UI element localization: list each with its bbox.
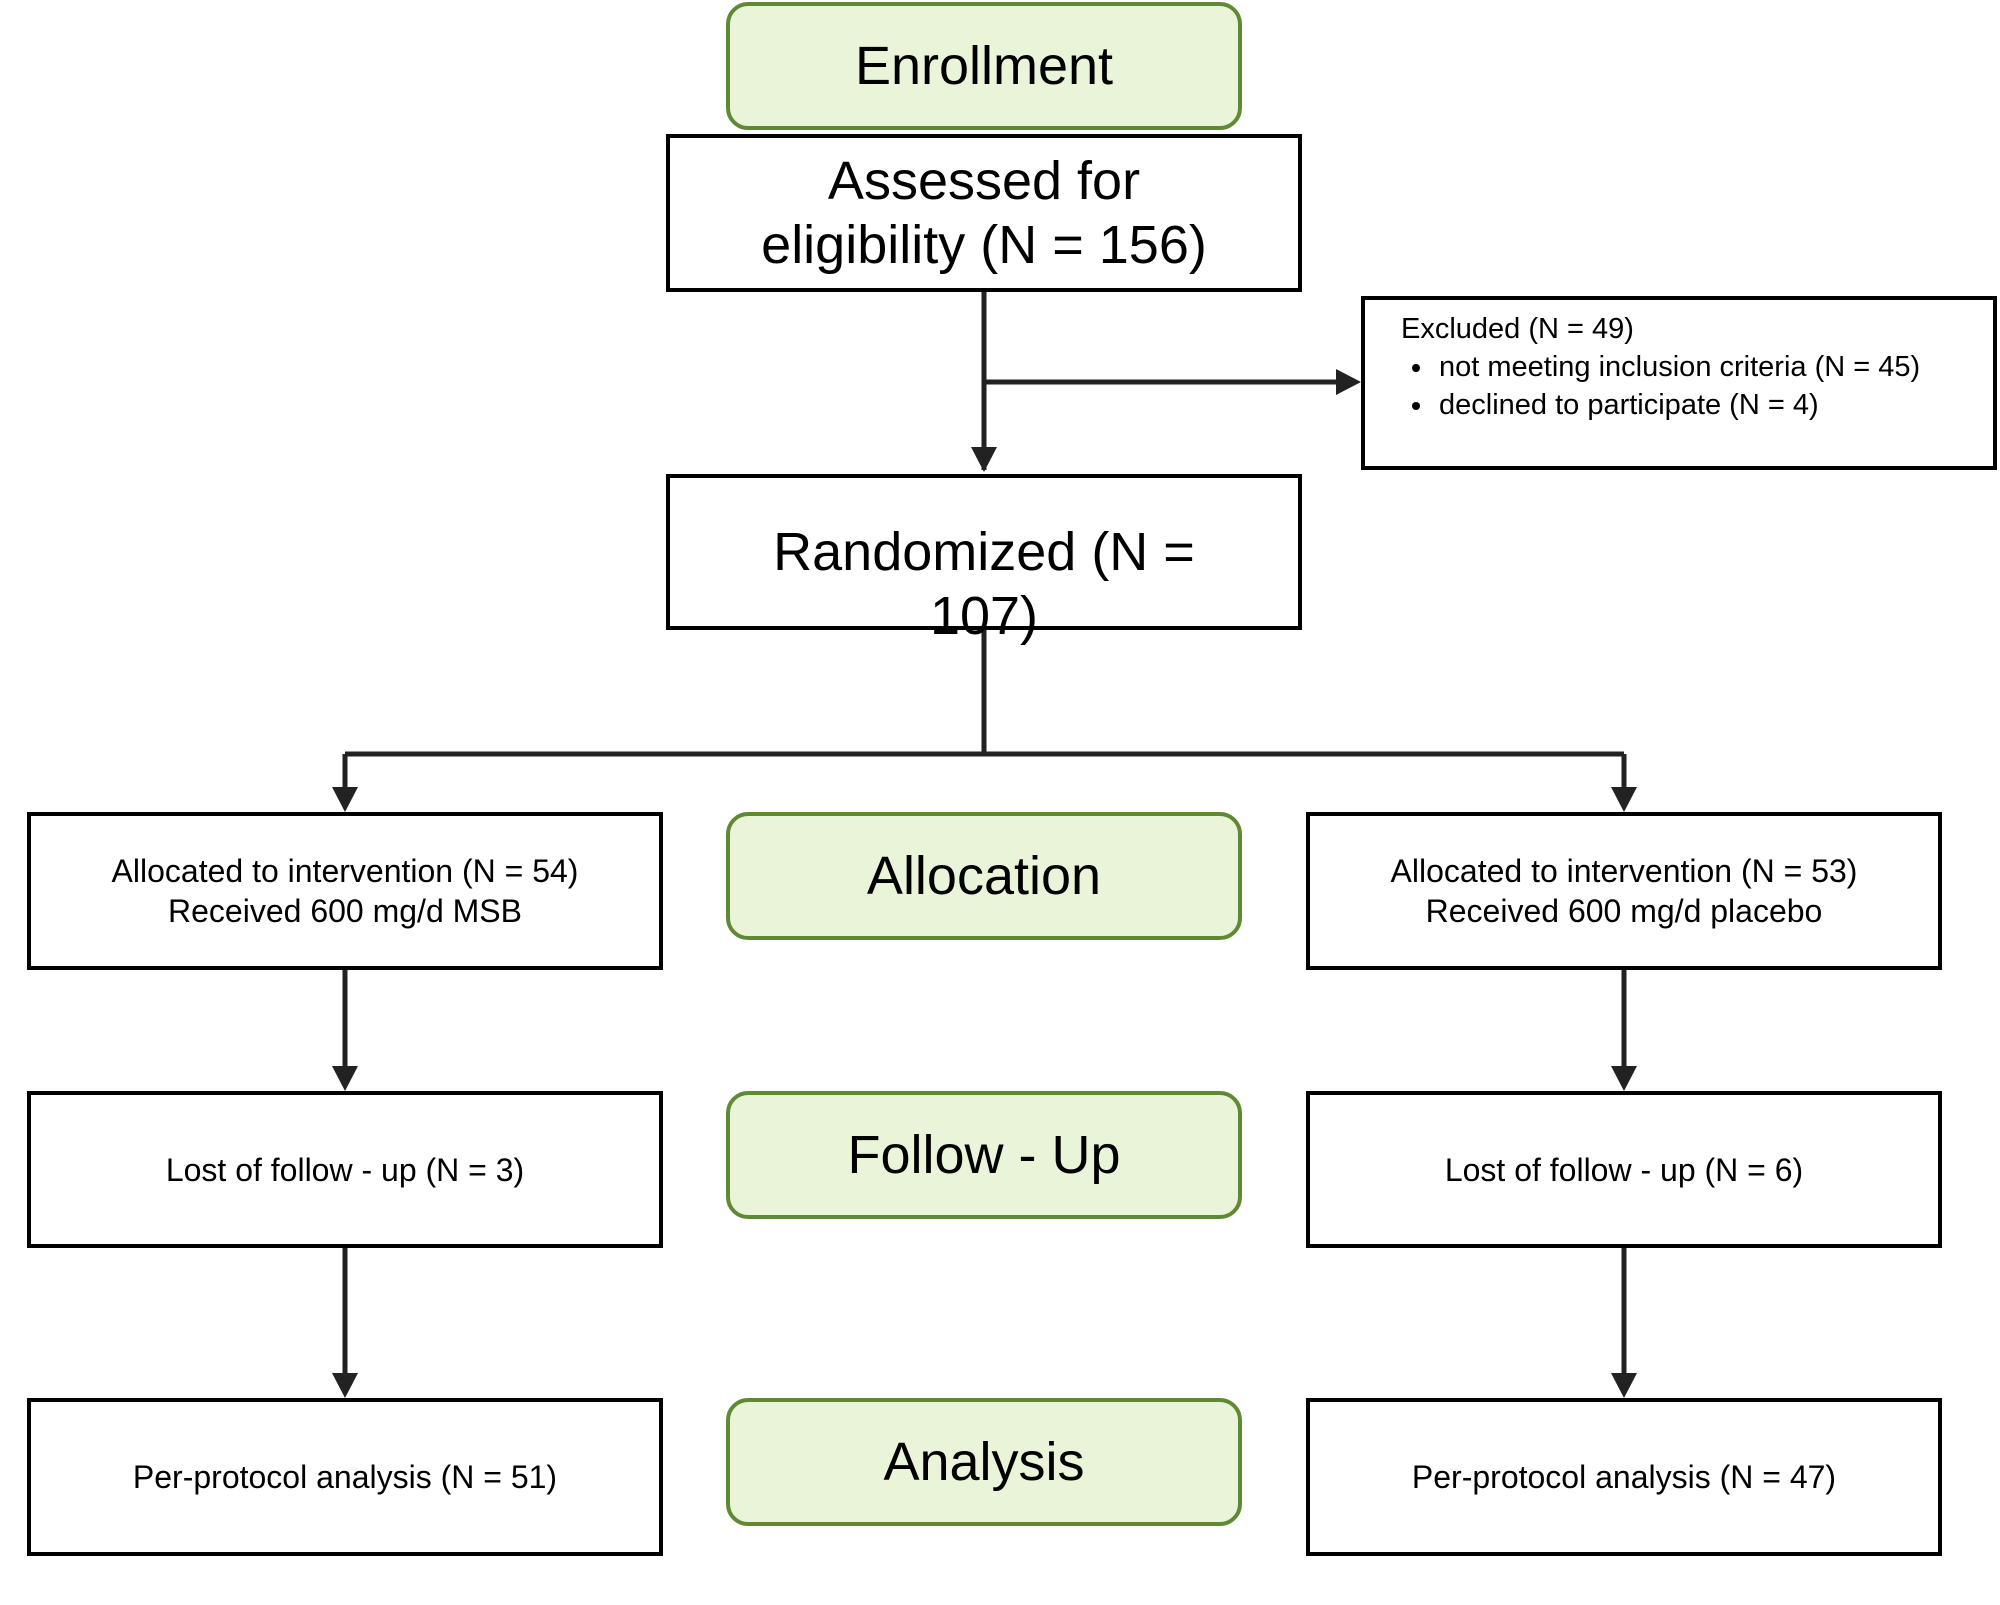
- excluded-item-declined: declined to participate (N = 4): [1435, 386, 1973, 424]
- stage-follow-up-label: Follow - Up: [847, 1125, 1121, 1185]
- stage-allocation-label: Allocation: [866, 846, 1102, 906]
- left-allocated-line-1: Allocated to intervention (N = 54): [111, 853, 579, 889]
- left-lost-label: Lost of follow - up (N = 3): [165, 1151, 525, 1188]
- assessed-box: Assessed for eligibility (N = 156): [666, 134, 1302, 292]
- randomized-text: Randomized (N = 107): [666, 520, 1302, 648]
- stage-follow-up: Follow - Up: [726, 1091, 1242, 1219]
- assessed-line-1: Assessed for: [827, 151, 1141, 211]
- stage-allocation: Allocation: [726, 812, 1242, 940]
- stage-analysis-label: Analysis: [883, 1432, 1085, 1492]
- stage-analysis: Analysis: [726, 1398, 1242, 1526]
- left-lost-box: Lost of follow - up (N = 3): [27, 1091, 663, 1248]
- right-allocated-line-1: Allocated to intervention (N = 53): [1390, 853, 1858, 889]
- right-allocated-box: Allocated to intervention (N = 53) Recei…: [1306, 812, 1942, 970]
- right-lost-label: Lost of follow - up (N = 6): [1444, 1151, 1804, 1188]
- excluded-item-inclusion: not meeting inclusion criteria (N = 45): [1435, 348, 1973, 386]
- stage-enrollment-label: Enrollment: [854, 36, 1114, 96]
- randomized-box: [666, 474, 1302, 630]
- right-lost-box: Lost of follow - up (N = 6): [1306, 1091, 1942, 1248]
- stage-enrollment: Enrollment: [726, 2, 1242, 130]
- left-allocated-line-2: Received 600 mg/d MSB: [168, 893, 522, 929]
- excluded-list: not meeting inclusion criteria (N = 45) …: [1401, 348, 1973, 424]
- left-allocated-box: Allocated to intervention (N = 54) Recei…: [27, 812, 663, 970]
- excluded-title: Excluded (N = 49): [1401, 313, 1634, 345]
- randomized-line-2: 107): [929, 586, 1039, 646]
- right-allocated-line-2: Received 600 mg/d placebo: [1425, 893, 1823, 929]
- left-analysis-label: Per-protocol analysis (N = 51): [132, 1459, 558, 1495]
- excluded-box: Excluded (N = 49) not meeting inclusion …: [1361, 296, 1997, 470]
- assessed-line-2: eligibility (N = 156): [761, 215, 1207, 275]
- left-analysis-box: Per-protocol analysis (N = 51): [27, 1398, 663, 1556]
- randomized-line-1: Randomized (N =: [773, 522, 1195, 582]
- right-analysis-box: Per-protocol analysis (N = 47): [1306, 1398, 1942, 1556]
- right-analysis-label: Per-protocol analysis (N = 47): [1411, 1459, 1837, 1495]
